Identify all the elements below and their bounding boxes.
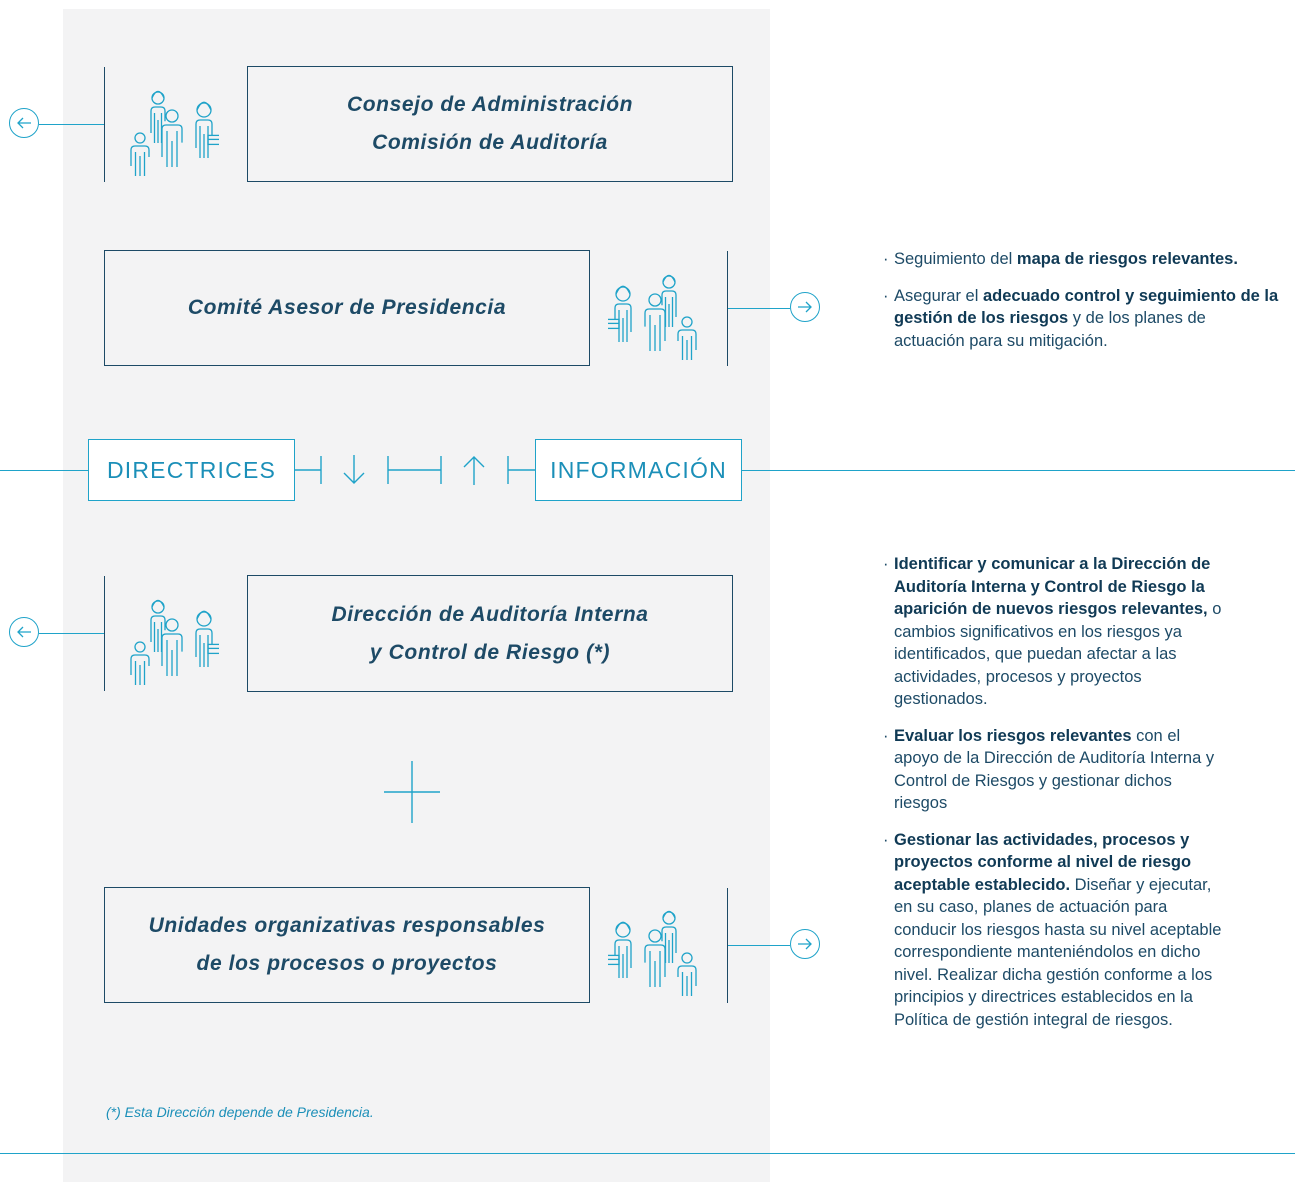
bullet-dot-icon: ·	[883, 250, 889, 268]
connector-line	[728, 308, 790, 309]
box-consejo-line1: Consejo de Administración	[346, 93, 634, 116]
bullet-text: Seguimiento del	[894, 250, 1017, 268]
bullet-item: · Gestionar las actividades, procesos y p…	[880, 829, 1225, 1032]
directrices-label: DIRECTRICES	[88, 439, 295, 501]
people-group-icon	[130, 599, 219, 685]
bullet-dot-icon: ·	[883, 286, 889, 305]
bullet-dot-icon: ·	[883, 830, 889, 849]
arrow-right-circle-icon[interactable]	[790, 292, 820, 322]
arrow-right-circle-icon[interactable]	[790, 929, 820, 959]
bullet-dot-icon: ·	[883, 726, 889, 745]
box-direccion: Dirección de Auditoría Interna y Control…	[247, 575, 733, 692]
bullet-item: · Seguimiento del mapa de riesgos relevan…	[880, 248, 1280, 271]
bullet-text-bold: mapa de riesgos relevantes.	[1016, 250, 1238, 268]
people-group-icon	[608, 910, 697, 996]
box-consejo-line2: Comisión de Auditoría	[372, 131, 608, 154]
arrow-down-icon	[343, 455, 365, 484]
bullet-dot-icon: ·	[883, 555, 889, 573]
arrow-left-circle-icon[interactable]	[9, 617, 39, 647]
connector-line	[39, 633, 104, 634]
box-comite: Comité Asesor de Presidencia	[104, 250, 590, 366]
divider-line	[104, 67, 105, 182]
bullet-list-bottom: · Identificar y comunicar a la Dirección …	[880, 553, 1225, 1045]
box-comite-line1: Comité Asesor de Presidencia	[187, 296, 507, 319]
arrow-up-icon	[463, 456, 485, 485]
bullet-text-bold: Gestionar las actividades, procesos y pr…	[894, 830, 1192, 894]
box-unidades: Unidades organizativas responsables de l…	[104, 887, 590, 1003]
bullet-item: · Identificar y comunicar a la Dirección …	[880, 553, 1225, 711]
bullet-text-bold: adecuado control y seguimiento de la ges…	[894, 286, 1279, 328]
bullet-text: Asegurar el	[894, 286, 983, 305]
bullet-text-bold: Identificar y comunicar a la Dirección d…	[894, 555, 1211, 618]
flow-line-right	[742, 470, 1295, 471]
plus-icon	[384, 761, 440, 823]
divider-line	[104, 576, 105, 691]
bullet-text: con el apoyo de la Dirección de Auditorí…	[894, 726, 1215, 813]
box-consejo: Consejo de Administración Comisión de Au…	[247, 66, 733, 182]
box-unidades-line1: Unidades organizativas responsables	[148, 914, 546, 937]
divider-line	[727, 888, 728, 1003]
arrow-left-circle-icon[interactable]	[9, 108, 39, 138]
informacion-label: INFORMACIÓN	[535, 439, 742, 501]
bottom-divider	[0, 1153, 1295, 1154]
background-panel	[63, 9, 770, 1182]
people-group-icon	[608, 274, 697, 360]
bullet-text: y de los planes de actuación para su mit…	[894, 309, 1206, 350]
footnote: (*) Esta Dirección depende de Presidenci…	[106, 1104, 374, 1120]
bullet-text-bold: Evaluar los riesgos relevantes	[894, 726, 1132, 745]
bullet-item: · Asegurar el adecuado control y seguimie…	[880, 285, 1280, 353]
bullet-list-top: · Seguimiento del mapa de riesgos relevan…	[880, 248, 1280, 366]
bullet-text: o cambios significativos en los riesgos …	[894, 600, 1222, 708]
bullet-item: · Evaluar los riesgos relevantes con el a…	[880, 725, 1225, 815]
box-direccion-line2: y Control de Riesgo (*)	[369, 640, 611, 664]
box-direccion-line1: Dirección de Auditoría Interna	[331, 602, 649, 626]
flow-arrows	[295, 455, 535, 485]
flow-line-left	[0, 470, 88, 471]
bullet-text: Diseñar y ejecutar, en su caso, planes d…	[894, 875, 1222, 1029]
connector-line	[728, 945, 790, 946]
connector-line	[39, 124, 104, 125]
divider-line	[727, 251, 728, 366]
people-group-icon	[130, 90, 219, 176]
box-unidades-line2: de los procesos o proyectos	[196, 952, 498, 975]
